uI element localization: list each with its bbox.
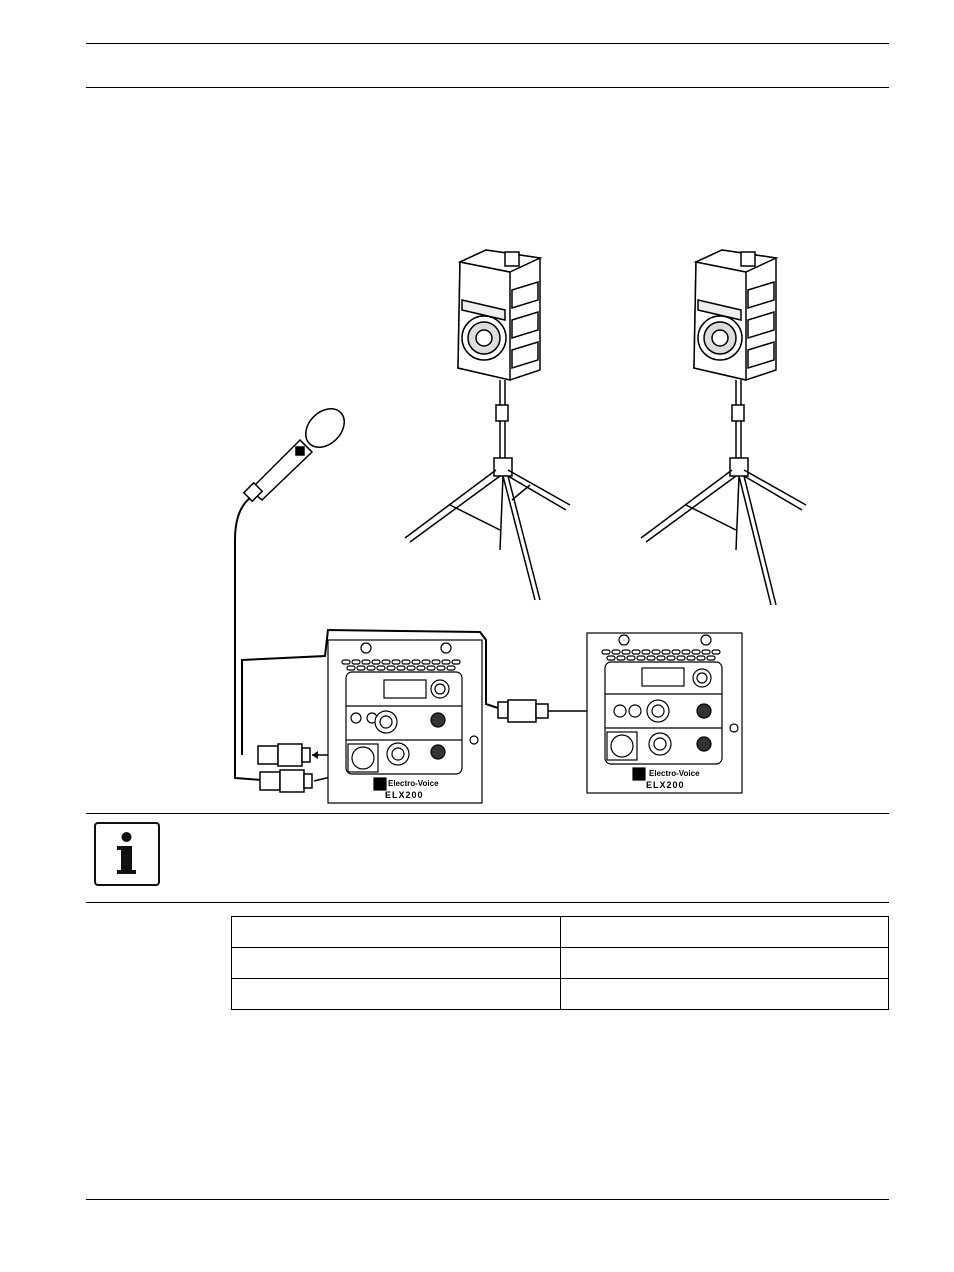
table-cell [231, 978, 561, 1010]
panel-right-brand: Electro-Voice [649, 769, 700, 778]
panel-right-model: ELX200 [646, 780, 685, 790]
xlr-connector [257, 743, 313, 793]
stand-1 [404, 380, 571, 601]
back-panel-right [586, 632, 743, 794]
speaker-icon [693, 249, 779, 381]
note-rule-bottom [86, 902, 889, 903]
stand-2 [640, 380, 807, 606]
table-cell [231, 947, 561, 979]
table-cell [560, 978, 889, 1010]
info-icon [94, 822, 160, 886]
link-cable [241, 628, 499, 755]
mic-cable [234, 497, 263, 781]
microphone-icon [242, 408, 345, 503]
table-row [231, 978, 889, 1010]
table-row [231, 916, 889, 948]
speaker-icon [457, 249, 543, 381]
footer-rule [86, 1199, 889, 1200]
header-rule-top [86, 43, 889, 44]
panel-left-brand: Electro-Voice [388, 779, 439, 788]
header-rule-bottom [86, 87, 889, 88]
xlr-connector [497, 699, 549, 723]
spec-table [231, 916, 889, 1010]
table-cell [560, 947, 889, 979]
table-cell [231, 916, 561, 948]
table-row [231, 947, 889, 979]
panel-left-model: ELX200 [385, 790, 424, 800]
table-cell [560, 916, 889, 948]
back-panel-left [327, 639, 483, 804]
note-rule-top [86, 813, 889, 814]
